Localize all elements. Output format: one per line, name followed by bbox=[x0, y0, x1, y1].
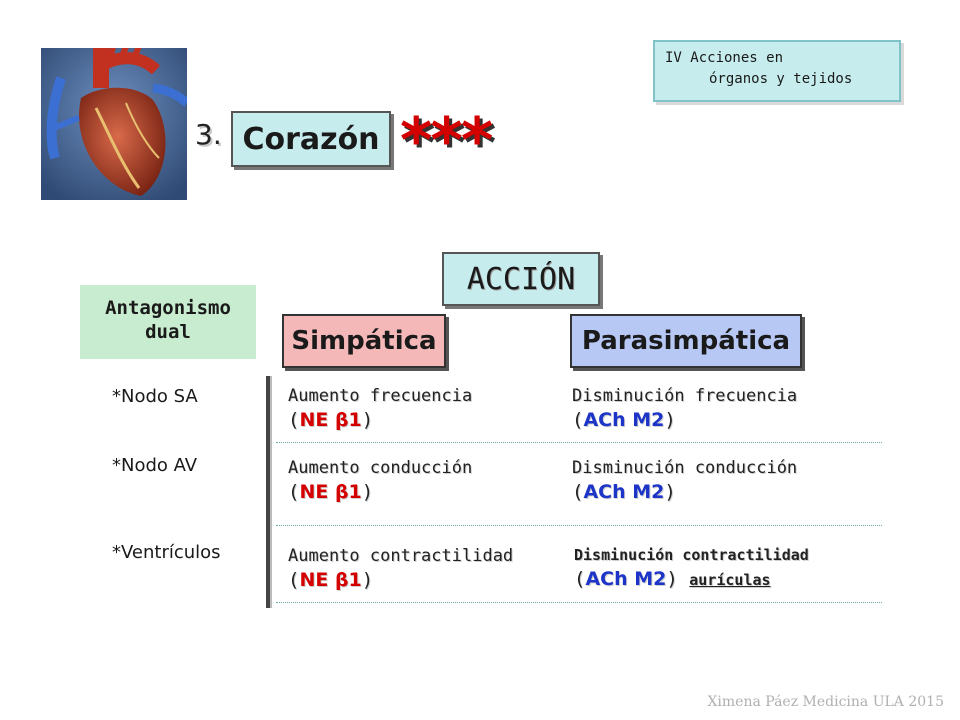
para-effect: Disminución contractilidad bbox=[574, 546, 809, 564]
simp-effect: Aumento frecuencia bbox=[288, 386, 473, 406]
topic-line-2: órganos y tejidos bbox=[709, 71, 853, 87]
heart-illustration bbox=[41, 48, 187, 200]
para-cell-nodo-sa: Disminución frecuencia (ACh M2) bbox=[572, 384, 797, 432]
para-cell-ventriculos: Disminución contractilidad (ACh M2) aurí… bbox=[574, 543, 809, 592]
simp-effect: Aumento conducción bbox=[288, 458, 473, 478]
antagonismo-line-2: dual bbox=[145, 321, 191, 343]
heading-number: 3. bbox=[195, 118, 222, 151]
para-effect: Disminución frecuencia bbox=[572, 386, 798, 406]
simp-cell-ventriculos: Aumento contractilidad (NE β1) bbox=[288, 544, 513, 592]
simp-cell-nodo-sa: Aumento frecuencia (NE β1) bbox=[288, 384, 472, 432]
antagonismo-line-1: Antagonismo bbox=[105, 297, 231, 319]
para-receptor: (ACh M2) bbox=[572, 481, 676, 503]
para-receptor: (ACh M2) aurículas bbox=[574, 568, 771, 590]
simp-receptor: (NE β1) bbox=[288, 409, 374, 431]
row-label-ventriculos: *Ventrículos bbox=[112, 542, 221, 563]
simp-receptor: (NE β1) bbox=[288, 569, 374, 591]
simpatica-header: Simpática bbox=[282, 314, 446, 368]
para-cell-nodo-av: Disminución conducción (ACh M2) bbox=[572, 456, 797, 504]
row-label-nodo-av: *Nodo AV bbox=[112, 455, 198, 476]
row-label-nodo-sa: *Nodo SA bbox=[112, 386, 198, 407]
heading-title: Corazón bbox=[231, 111, 391, 167]
simp-receptor: (NE β1) bbox=[288, 481, 374, 503]
row-separator bbox=[276, 602, 882, 603]
topic-line-1: IV Acciones en bbox=[665, 50, 784, 66]
parasimpatica-header: Parasimpática bbox=[570, 314, 802, 368]
row-separator bbox=[276, 525, 882, 526]
vertical-divider bbox=[266, 376, 272, 608]
para-receptor: (ACh M2) bbox=[572, 409, 676, 431]
footer-credit: Ximena Páez Medicina ULA 2015 bbox=[707, 694, 944, 710]
simp-effect: Aumento contractilidad bbox=[288, 546, 514, 566]
auriculas-note: aurículas bbox=[689, 571, 771, 589]
importance-stars: *** bbox=[400, 104, 493, 177]
para-effect: Disminución conducción bbox=[572, 458, 798, 478]
accion-header: ACCIÓN bbox=[442, 252, 600, 306]
antagonismo-dual-box: Antagonismo dual bbox=[80, 285, 256, 359]
section-topic-box: IV Acciones en órganos y tejidos bbox=[653, 40, 901, 102]
simp-cell-nodo-av: Aumento conducción (NE β1) bbox=[288, 456, 472, 504]
row-separator bbox=[276, 442, 882, 443]
